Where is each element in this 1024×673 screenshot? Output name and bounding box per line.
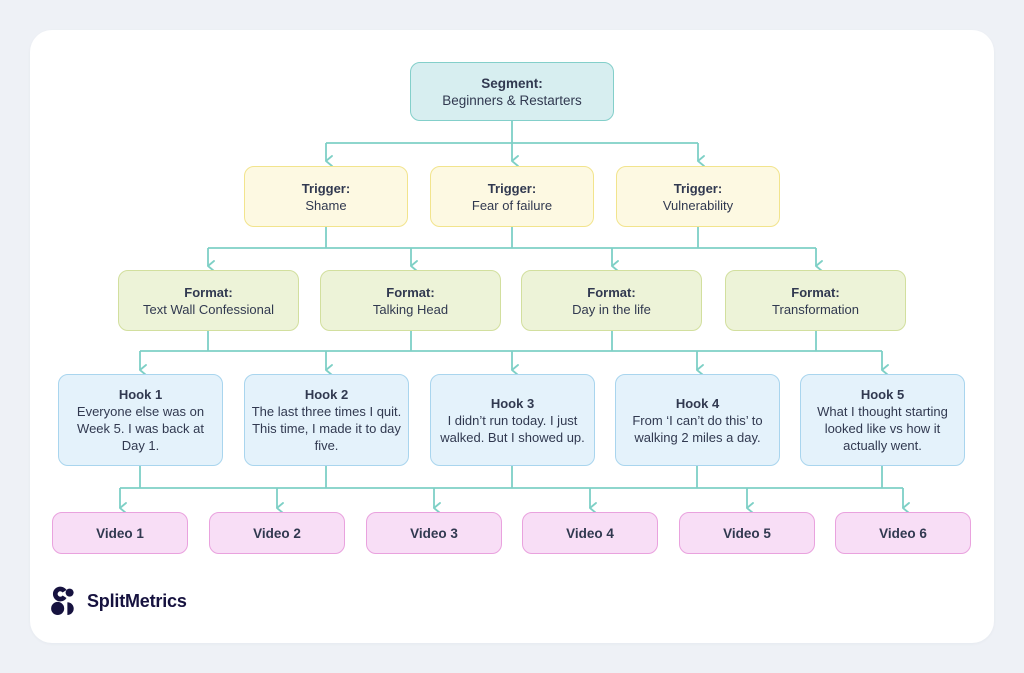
format-node-3: Format: Day in the life xyxy=(521,270,702,331)
trigger-2-title: Trigger: xyxy=(487,180,537,196)
trigger-1-title: Trigger: xyxy=(301,180,351,196)
trigger-node-2: Trigger: Fear of failure xyxy=(430,166,594,227)
format-node-4: Format: Transformation xyxy=(725,270,906,331)
video-node-6: Video 6 xyxy=(835,512,971,554)
format-1-text: Text Wall Confessional xyxy=(142,301,274,317)
video-6-label: Video 6 xyxy=(879,525,927,541)
hook-2-text: The last three times I quit. This time, … xyxy=(251,404,402,453)
trigger-3-title: Trigger: xyxy=(673,180,723,196)
hook-3-text: I didn’t run today. I just walked. But I… xyxy=(440,412,585,445)
trigger-2-text: Fear of failure xyxy=(471,197,553,213)
format-2-text: Talking Head xyxy=(372,301,449,317)
hook-1-title: Hook 1 xyxy=(118,387,163,402)
hook-node-5: Hook 5 What I thought starting looked li… xyxy=(800,374,965,466)
video-node-2: Video 2 xyxy=(209,512,345,554)
format-4-title: Format: xyxy=(791,284,840,300)
format-4-text: Transformation xyxy=(772,301,859,317)
format-2-title: Format: xyxy=(386,284,435,300)
video-node-4: Video 4 xyxy=(522,512,658,554)
trigger-node-3: Trigger: Vulnerability xyxy=(616,166,780,227)
video-node-5: Video 5 xyxy=(679,512,815,554)
hook-node-2: Hook 2 The last three times I quit. This… xyxy=(244,374,409,466)
video-node-1: Video 1 xyxy=(52,512,188,554)
video-2-label: Video 2 xyxy=(253,525,301,541)
format-1-title: Format: xyxy=(184,284,233,300)
video-1-label: Video 1 xyxy=(96,525,144,541)
hook-2-title: Hook 2 xyxy=(304,387,349,402)
brand-name: SplitMetrics xyxy=(87,590,187,611)
hook-1-text: Everyone else was on Week 5. I was back … xyxy=(76,404,205,453)
video-5-label: Video 5 xyxy=(723,525,771,541)
segment-node: Segment: Beginners & Restarters xyxy=(410,62,614,121)
trigger-node-1: Trigger: Shame xyxy=(244,166,408,227)
hook-node-4: Hook 4 From ‘I can’t do this’ to walking… xyxy=(615,374,780,466)
hook-5-title: Hook 5 xyxy=(860,387,905,402)
format-3-title: Format: xyxy=(587,284,636,300)
format-node-1: Format: Text Wall Confessional xyxy=(118,270,299,331)
brand-lockup: SplitMetrics xyxy=(50,585,187,617)
hook-5-text: What I thought starting looked like vs h… xyxy=(817,404,948,453)
hook-4-title: Hook 4 xyxy=(675,395,720,411)
hook-node-1: Hook 1 Everyone else was on Week 5. I wa… xyxy=(58,374,223,466)
splitmetrics-dots-logo xyxy=(51,586,74,615)
format-node-2: Format: Talking Head xyxy=(320,270,501,331)
video-4-label: Video 4 xyxy=(566,525,614,541)
trigger-1-text: Shame xyxy=(305,197,347,213)
hook-node-3: Hook 3 I didn’t run today. I just walked… xyxy=(430,374,595,466)
segment-text: Beginners & Restarters xyxy=(442,92,582,108)
format-3-text: Day in the life xyxy=(572,301,651,317)
segment-title: Segment: xyxy=(481,75,543,91)
video-3-label: Video 3 xyxy=(410,525,458,541)
video-node-3: Video 3 xyxy=(366,512,502,554)
trigger-3-text: Vulnerability xyxy=(662,197,734,213)
hook-3-title: Hook 3 xyxy=(490,395,535,411)
hook-4-text: From ‘I can’t do this’ to walking 2 mile… xyxy=(632,412,763,445)
